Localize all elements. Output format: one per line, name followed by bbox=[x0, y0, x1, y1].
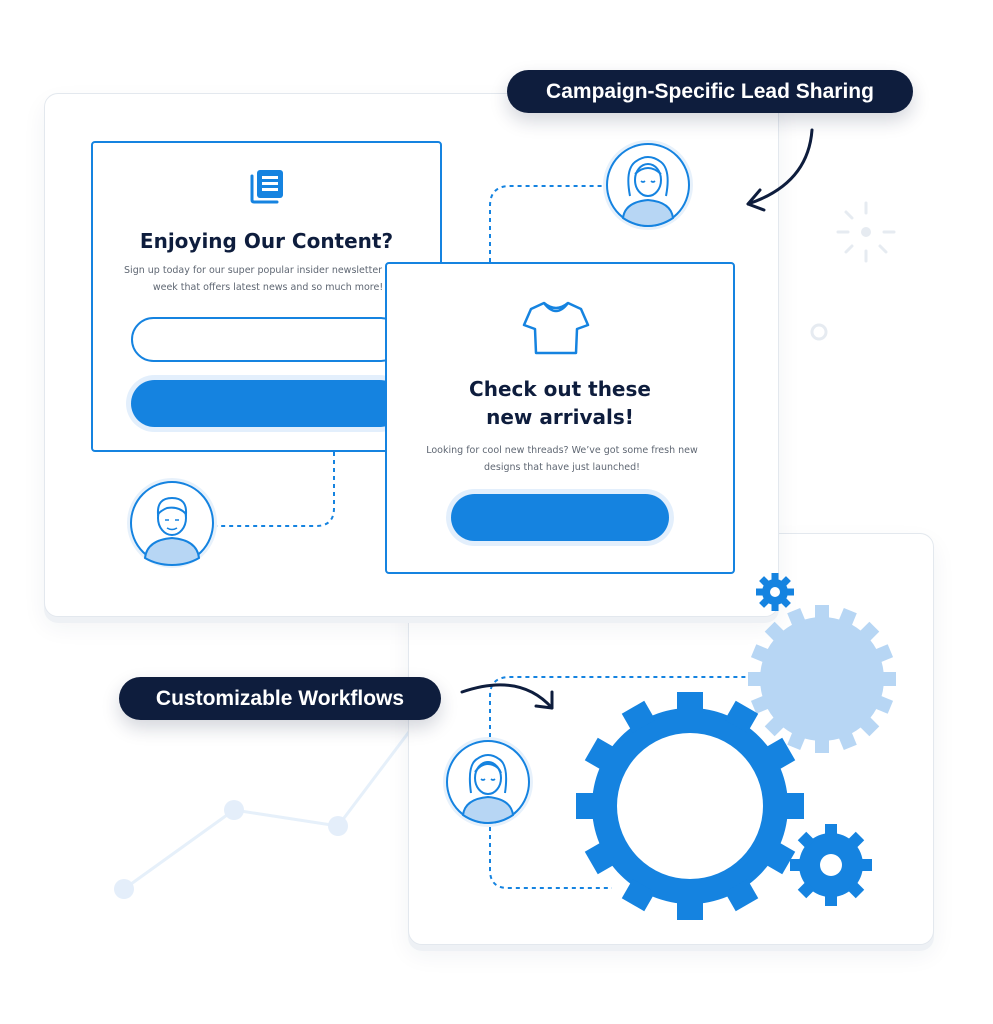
woman-avatar-icon bbox=[603, 140, 693, 230]
email-input[interactable] bbox=[131, 317, 403, 362]
tshirt-icon bbox=[522, 301, 590, 355]
shop-arrivals-button[interactable] bbox=[451, 494, 669, 541]
ring-decoration bbox=[810, 323, 828, 341]
workflows-label: Customizable Workflows bbox=[119, 677, 441, 720]
lead-sharing-label: Campaign-Specific Lead Sharing bbox=[507, 70, 913, 113]
newsletter-card: Enjoying Our Content? Sign up today for … bbox=[91, 141, 442, 452]
newsletter-description: Sign up today for our super popular insi… bbox=[124, 265, 412, 293]
man-avatar-icon bbox=[127, 478, 217, 568]
subscribe-button[interactable] bbox=[131, 380, 403, 427]
newsletter-icon bbox=[250, 170, 283, 204]
arrivals-title-line1: Check out these bbox=[469, 377, 651, 401]
newsletter-title: Enjoying Our Content? bbox=[139, 229, 394, 253]
arrivals-title-line2: new arrivals! bbox=[486, 405, 634, 429]
new-arrivals-card: Check out these new arrivals! Looking fo… bbox=[385, 262, 735, 574]
sparkle-icon bbox=[836, 201, 896, 263]
arrivals-description: Looking for cool new threads? We’ve got … bbox=[426, 445, 698, 473]
woman-avatar-icon bbox=[443, 737, 533, 827]
